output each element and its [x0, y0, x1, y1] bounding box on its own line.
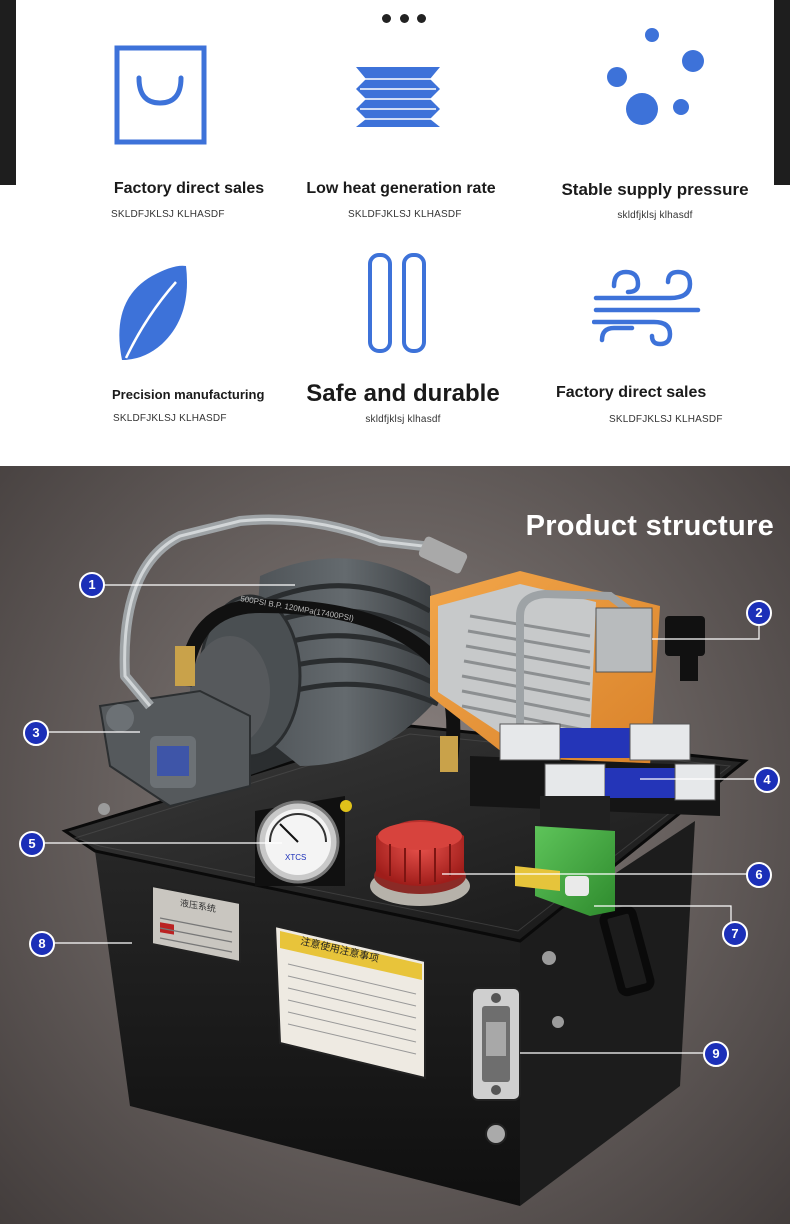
nameplate — [151, 884, 241, 964]
solenoid-coil — [629, 723, 691, 761]
callout-5: 5 — [19, 831, 45, 857]
relief-valve — [535, 826, 615, 916]
solenoid-coil — [499, 723, 561, 761]
feature-subtitle: SKLDFJKLSJ KLHASDF — [348, 209, 462, 220]
callout-9: 9 — [703, 1041, 729, 1067]
solenoid-coil — [544, 763, 606, 801]
dark-side-bar-right — [774, 0, 790, 185]
feature-title: Low heat generation rate — [306, 180, 496, 197]
double-bar-icon — [368, 253, 426, 353]
product-structure-title: Product structure — [525, 510, 774, 542]
directional-valve — [560, 728, 630, 758]
feature-safe-and-durable: Safe and durable skldfjklsj klhasdf — [292, 250, 514, 435]
tank-side-face — [520, 821, 695, 1206]
drain-plug — [485, 1123, 507, 1145]
feature-subtitle: skldfjklsj klhasdf — [617, 210, 693, 221]
hydraulic-power-unit-image: 液压系统 注意使用注意事项 — [43, 514, 760, 1206]
feature-title: Precision manufacturing — [112, 387, 265, 402]
feature-subtitle: skldfjklsj klhasdf — [365, 414, 441, 425]
heat-sink-icon — [356, 67, 440, 127]
wind-icon — [592, 269, 701, 347]
more-dots-icon[interactable] — [382, 14, 426, 26]
gauge-brand: XTCS — [285, 853, 306, 862]
leaf-icon — [119, 265, 187, 360]
feature-title: Factory direct sales — [113, 180, 265, 197]
feature-stable-supply-pressure: Stable supply pressure skldfjklsj klhasd… — [545, 22, 765, 232]
feature-factory-direct-sales: Factory direct sales SKLDFJKLSJ KLHASDF — [100, 40, 278, 230]
feature-subtitle: SKLDFJKLSJ KLHASDF — [111, 209, 225, 220]
product-structure-section: 液压系统 注意使用注意事项 — [0, 466, 790, 1224]
feature-subtitle: SKLDFJKLSJ KLHASDF — [609, 414, 723, 425]
callout-7: 7 — [722, 921, 748, 947]
cooler-fan-connector — [665, 616, 705, 656]
callout-1: 1 — [79, 572, 105, 598]
bubbles-icon — [607, 28, 704, 125]
feature-title: Safe and durable — [306, 380, 500, 407]
callout-4: 4 — [754, 767, 780, 793]
relief-valve-knob — [515, 866, 560, 891]
callout-2: 2 — [746, 600, 772, 626]
feature-title: Stable supply pressure — [561, 180, 749, 199]
tank-handle — [599, 905, 655, 997]
callout-3: 3 — [23, 720, 49, 746]
directional-valve — [605, 768, 675, 798]
feature-precision-manufacturing: Precision manufacturing SKLDFJKLSJ KLHAS… — [100, 255, 280, 435]
feature-factory-direct-sales-2: Factory direct sales SKLDFJKLSJ KLHASDF — [548, 262, 728, 432]
shopping-bag-icon — [114, 45, 207, 145]
callout-8: 8 — [29, 931, 55, 957]
features-section: Factory direct sales SKLDFJKLSJ KLHASDF … — [0, 0, 790, 466]
feature-low-heat-generation: Low heat generation rate SKLDFJKLSJ KLHA… — [292, 40, 510, 230]
feature-subtitle: SKLDFJKLSJ KLHASDF — [113, 413, 227, 424]
dark-side-bar-left — [0, 0, 16, 185]
feature-title: Factory direct sales — [556, 384, 707, 401]
callout-6: 6 — [746, 862, 772, 888]
